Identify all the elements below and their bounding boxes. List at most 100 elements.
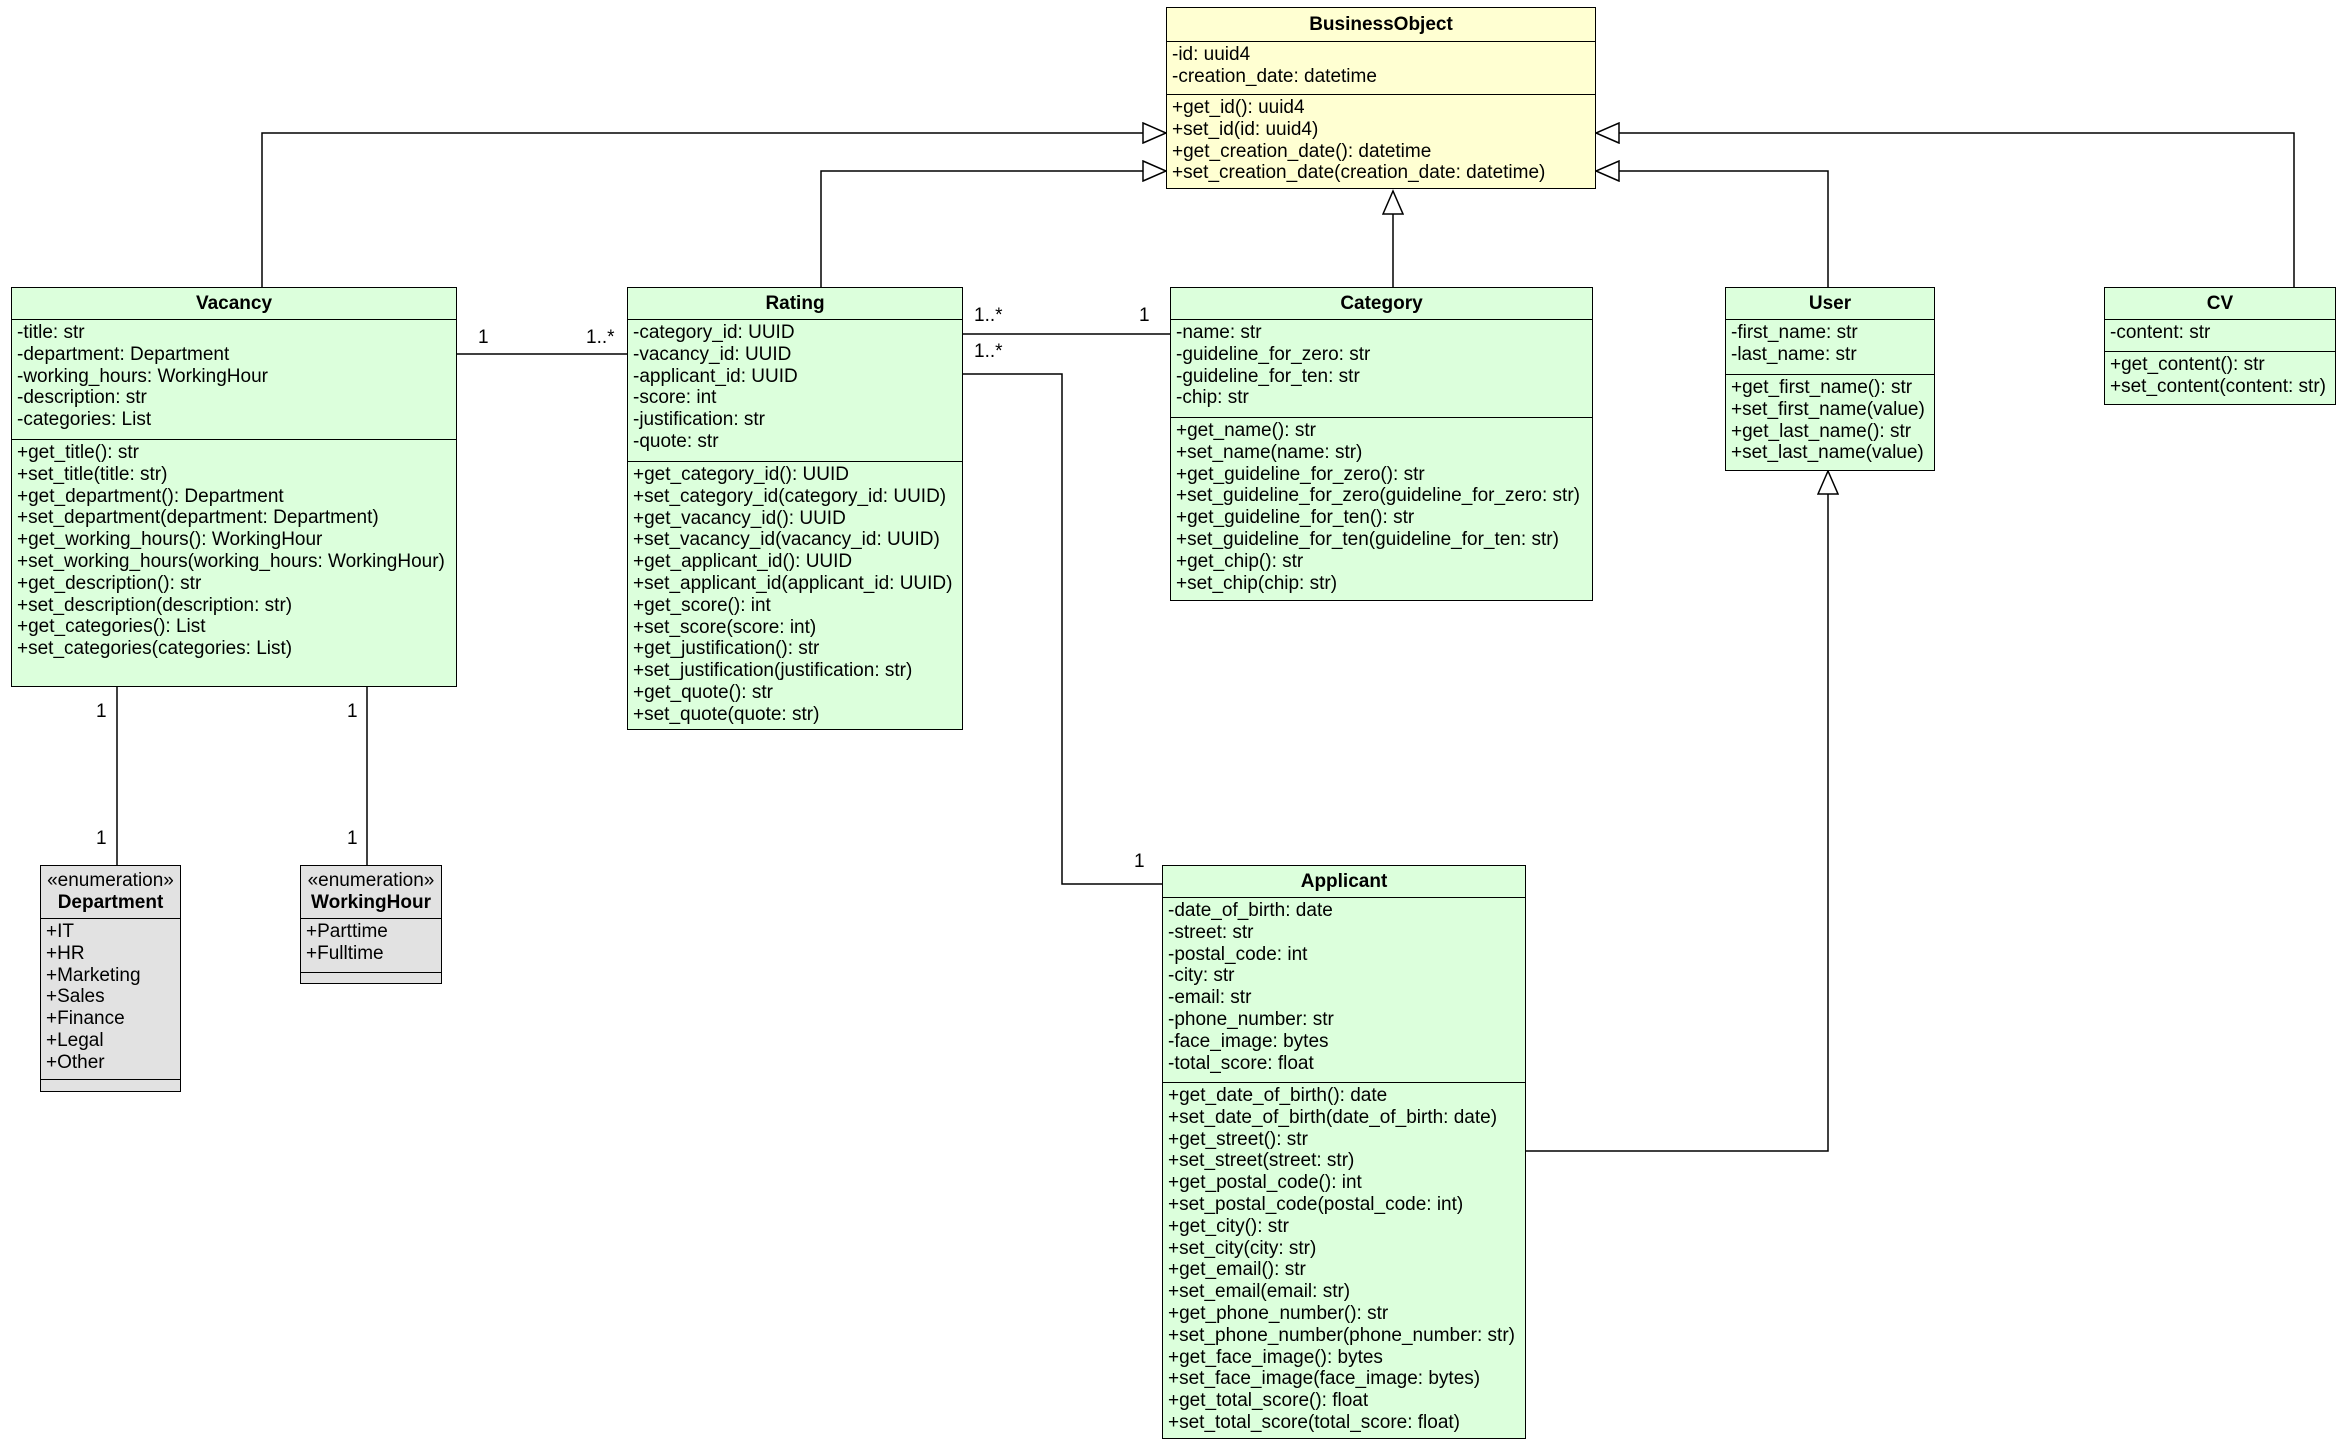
member-line: +get_description(): str bbox=[17, 572, 202, 594]
enum-values-section: +IT+HR+Marketing+Sales+Finance+Legal+Oth… bbox=[41, 919, 180, 1079]
member-line: -department: Department bbox=[17, 343, 230, 365]
member-line: +IT bbox=[46, 921, 74, 942]
member-line: -postal_code: int bbox=[1168, 943, 1308, 965]
multiplicity-label: 1 bbox=[1134, 851, 1145, 872]
member-line: -applicant_id: UUID bbox=[633, 365, 798, 387]
class-user[interactable]: User -first_name: str-last_name: str +ge… bbox=[1725, 287, 1935, 471]
member-line: +get_creation_date(): datetime bbox=[1172, 140, 1432, 162]
class-business-object[interactable]: BusinessObject -id: uuid4-creation_date:… bbox=[1166, 7, 1596, 190]
member-line: +get_department(): Department bbox=[17, 485, 284, 507]
member-line: +Finance bbox=[46, 1008, 125, 1030]
member-line: +set_postal_code(postal_code: int) bbox=[1168, 1193, 1464, 1215]
member-line: +get_guideline_for_zero(): str bbox=[1176, 463, 1425, 485]
member-line: +set_first_name(value) bbox=[1731, 398, 1925, 420]
member-line: +get_applicant_id(): UUID bbox=[633, 551, 853, 573]
member-line: +set_guideline_for_zero(guideline_for_ze… bbox=[1176, 485, 1580, 507]
member-line: -working_hours: WorkingHour bbox=[17, 365, 268, 387]
attribute-section: -date_of_birth: date-street: str-postal_… bbox=[1163, 898, 1525, 1082]
member-line: -chip: str bbox=[1176, 387, 1249, 409]
applicant-inherits-user bbox=[1526, 471, 1828, 1152]
member-line: +set_applicant_id(applicant_id: UUID) bbox=[633, 572, 953, 594]
enum-department[interactable]: «enumeration» Department +IT+HR+Marketin… bbox=[40, 865, 181, 1092]
method-section: +get_category_id(): UUID+set_category_id… bbox=[628, 461, 962, 730]
member-line: +set_title(title: str) bbox=[17, 463, 168, 485]
attribute-section: -content: str bbox=[2105, 320, 2335, 351]
member-line: +set_description(description: str) bbox=[17, 594, 293, 616]
member-line: +set_working_hours(working_hours: Workin… bbox=[17, 550, 445, 572]
member-line: +Sales bbox=[46, 986, 105, 1008]
member-line: +set_justification(justification: str) bbox=[633, 660, 913, 682]
rating-inherits-businessobject bbox=[820, 171, 1166, 287]
member-line: +get_first_name(): str bbox=[1731, 377, 1913, 398]
member-line: -categories: List bbox=[17, 409, 152, 431]
member-line: +get_chip(): str bbox=[1176, 550, 1304, 572]
member-line: -email: str bbox=[1168, 987, 1252, 1009]
member-line: +get_justification(): str bbox=[633, 638, 820, 660]
member-line: +get_category_id(): UUID bbox=[633, 464, 849, 485]
multiplicity-label: 1..* bbox=[974, 305, 1003, 326]
multiplicity-label: 1 bbox=[96, 828, 107, 849]
member-line: +set_quote(quote: str) bbox=[633, 703, 820, 725]
member-line: +get_phone_number(): str bbox=[1168, 1302, 1389, 1324]
method-section: +get_content(): str+set_content(content:… bbox=[2105, 351, 2335, 402]
member-line: -creation_date: datetime bbox=[1172, 65, 1377, 87]
class-cv[interactable]: CV -content: str +get_content(): str+set… bbox=[2104, 287, 2336, 405]
member-line: +get_content(): str bbox=[2110, 354, 2265, 375]
class-name: Vacancy bbox=[12, 288, 456, 320]
stereotype-label: «enumeration» bbox=[307, 870, 435, 891]
class-name: User bbox=[1726, 288, 1934, 320]
member-line: -total_score: float bbox=[1168, 1052, 1314, 1074]
member-line: +get_title(): str bbox=[17, 442, 139, 463]
member-line: +set_city(city: str) bbox=[1168, 1237, 1317, 1259]
member-line: +Parttime bbox=[306, 921, 388, 942]
member-line: +get_quote(): str bbox=[633, 681, 773, 703]
member-line: +set_vacancy_id(vacancy_id: UUID) bbox=[633, 529, 940, 551]
method-section: +get_id(): uuid4+set_id(id: uuid4)+get_c… bbox=[1167, 94, 1595, 188]
member-line: +get_working_hours(): WorkingHour bbox=[17, 529, 323, 551]
class-name: Rating bbox=[628, 288, 962, 320]
vacancy-inherits-businessobject bbox=[261, 133, 1166, 287]
member-line: +set_last_name(value) bbox=[1731, 442, 1924, 464]
member-line: +set_street(street: str) bbox=[1168, 1150, 1355, 1172]
member-line: +set_categories(categories: List) bbox=[17, 638, 293, 660]
member-line: +set_score(score: int) bbox=[633, 616, 817, 638]
class-category[interactable]: Category -name: str-guideline_for_zero: … bbox=[1170, 287, 1593, 601]
user-inherits-businessobject bbox=[1596, 171, 1829, 287]
member-line: +set_total_score(total_score: float) bbox=[1168, 1411, 1461, 1433]
member-line: +set_chip(chip: str) bbox=[1176, 572, 1338, 594]
class-applicant[interactable]: Applicant -date_of_birth: date-street: s… bbox=[1162, 865, 1526, 1439]
member-line: +get_city(): str bbox=[1168, 1215, 1289, 1237]
attribute-section: -category_id: UUID-vacancy_id: UUID-appl… bbox=[628, 320, 962, 461]
member-line: +set_category_id(category_id: UUID) bbox=[633, 485, 947, 507]
attribute-section: -title: str-department: Department-worki… bbox=[12, 320, 456, 439]
member-line: -city: str bbox=[1168, 965, 1235, 987]
member-line: +set_face_image(face_image: bytes) bbox=[1168, 1368, 1481, 1390]
class-name: CV bbox=[2105, 288, 2335, 320]
attribute-section: -name: str-guideline_for_zero: str-guide… bbox=[1171, 320, 1592, 417]
enum-values-section: +Parttime+Fulltime bbox=[301, 919, 441, 972]
member-line: +set_guideline_for_ten(guideline_for_ten… bbox=[1176, 528, 1559, 550]
member-line: +set_creation_date(creation_date: dateti… bbox=[1172, 162, 1546, 184]
member-line: +get_total_score(): float bbox=[1168, 1390, 1369, 1412]
member-line: -score: int bbox=[633, 387, 717, 409]
member-line: +Fulltime bbox=[306, 942, 384, 964]
member-line: +set_email(email: str) bbox=[1168, 1281, 1351, 1303]
stereotype-label: «enumeration» bbox=[47, 870, 174, 891]
enum-working-hour[interactable]: «enumeration» WorkingHour +Parttime+Full… bbox=[300, 865, 442, 984]
class-rating[interactable]: Rating -category_id: UUID-vacancy_id: UU… bbox=[627, 287, 963, 730]
member-line: +Marketing bbox=[46, 964, 141, 986]
member-line: -guideline_for_zero: str bbox=[1176, 343, 1371, 365]
class-name: WorkingHour bbox=[311, 892, 431, 913]
member-line: -street: str bbox=[1168, 921, 1254, 943]
attribute-section: -id: uuid4-creation_date: datetime bbox=[1167, 42, 1595, 94]
member-line: +get_street(): str bbox=[1168, 1128, 1308, 1150]
attribute-section: -first_name: str-last_name: str bbox=[1726, 320, 1934, 374]
class-name: Applicant bbox=[1163, 866, 1525, 898]
member-line: -phone_number: str bbox=[1168, 1008, 1334, 1030]
class-vacancy[interactable]: Vacancy -title: str-department: Departme… bbox=[11, 287, 457, 687]
member-line: -last_name: str bbox=[1731, 343, 1857, 365]
class-name: BusinessObject bbox=[1167, 8, 1595, 42]
class-name: Category bbox=[1171, 288, 1592, 320]
cv-inherits-businessobject bbox=[1596, 133, 2295, 287]
